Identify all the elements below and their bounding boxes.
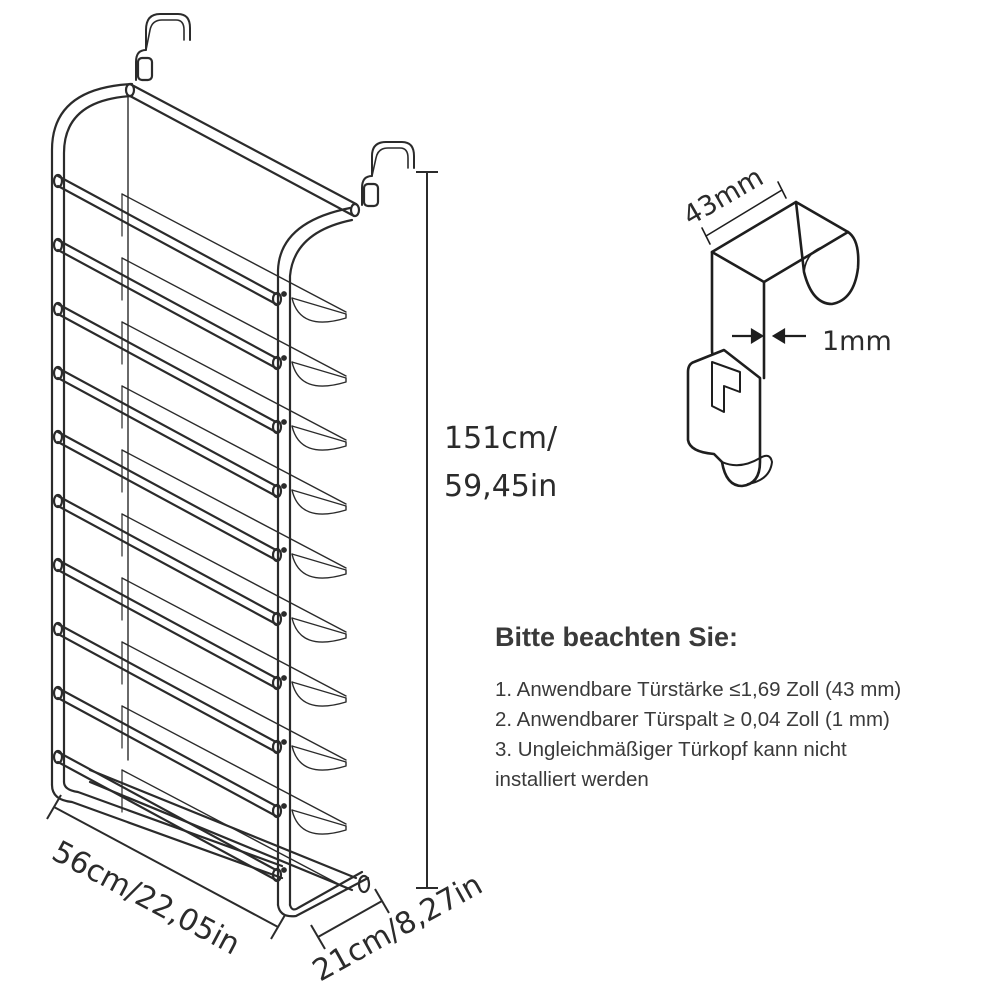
notes-title: Bitte beachten Sie: bbox=[495, 622, 739, 652]
shelf-row bbox=[52, 237, 347, 387]
notes-item: 1. Anwendbare Türstärke ≤1,69 Zoll (43 m… bbox=[495, 678, 902, 701]
notes-item: installiert werden bbox=[495, 768, 649, 791]
shelf-row bbox=[52, 365, 347, 515]
height-in-label: 59,45in bbox=[444, 469, 557, 504]
shelf-row bbox=[52, 173, 347, 323]
hook-gap-label: 1mm bbox=[822, 326, 892, 357]
dimension-lines bbox=[46, 171, 438, 950]
rack-hooks bbox=[135, 13, 415, 208]
gap-arrows bbox=[732, 328, 806, 344]
shoe-rack-illustration bbox=[50, 13, 415, 918]
shelf-row bbox=[52, 493, 347, 643]
notes-item: 3. Ungleichmäßiger Türkopf kann nicht bbox=[495, 738, 847, 761]
rack-shelves bbox=[52, 173, 371, 894]
rack-top-bar bbox=[128, 82, 358, 218]
hook-detail bbox=[686, 181, 860, 488]
rack-bottom-bar bbox=[88, 768, 371, 894]
shelf-row bbox=[52, 301, 347, 451]
shelf-row bbox=[52, 557, 347, 707]
rack-left-frame bbox=[50, 82, 134, 787]
notes-panel: Bitte beachten Sie: 1. Anwendbare Türstä… bbox=[495, 622, 985, 795]
shelf-row bbox=[52, 429, 347, 579]
notes-list: 1. Anwendbare Türstärke ≤1,69 Zoll (43 m… bbox=[495, 675, 985, 795]
height-label: 151cm/ bbox=[444, 421, 558, 456]
shelf-row bbox=[52, 685, 347, 835]
shelf-row bbox=[52, 621, 347, 771]
notes-item: 2. Anwendbarer Türspalt ≥ 0,04 Zoll (1 m… bbox=[495, 708, 890, 731]
rack-right-frame bbox=[276, 206, 352, 907]
hook-width-label: 43mm bbox=[678, 162, 769, 232]
